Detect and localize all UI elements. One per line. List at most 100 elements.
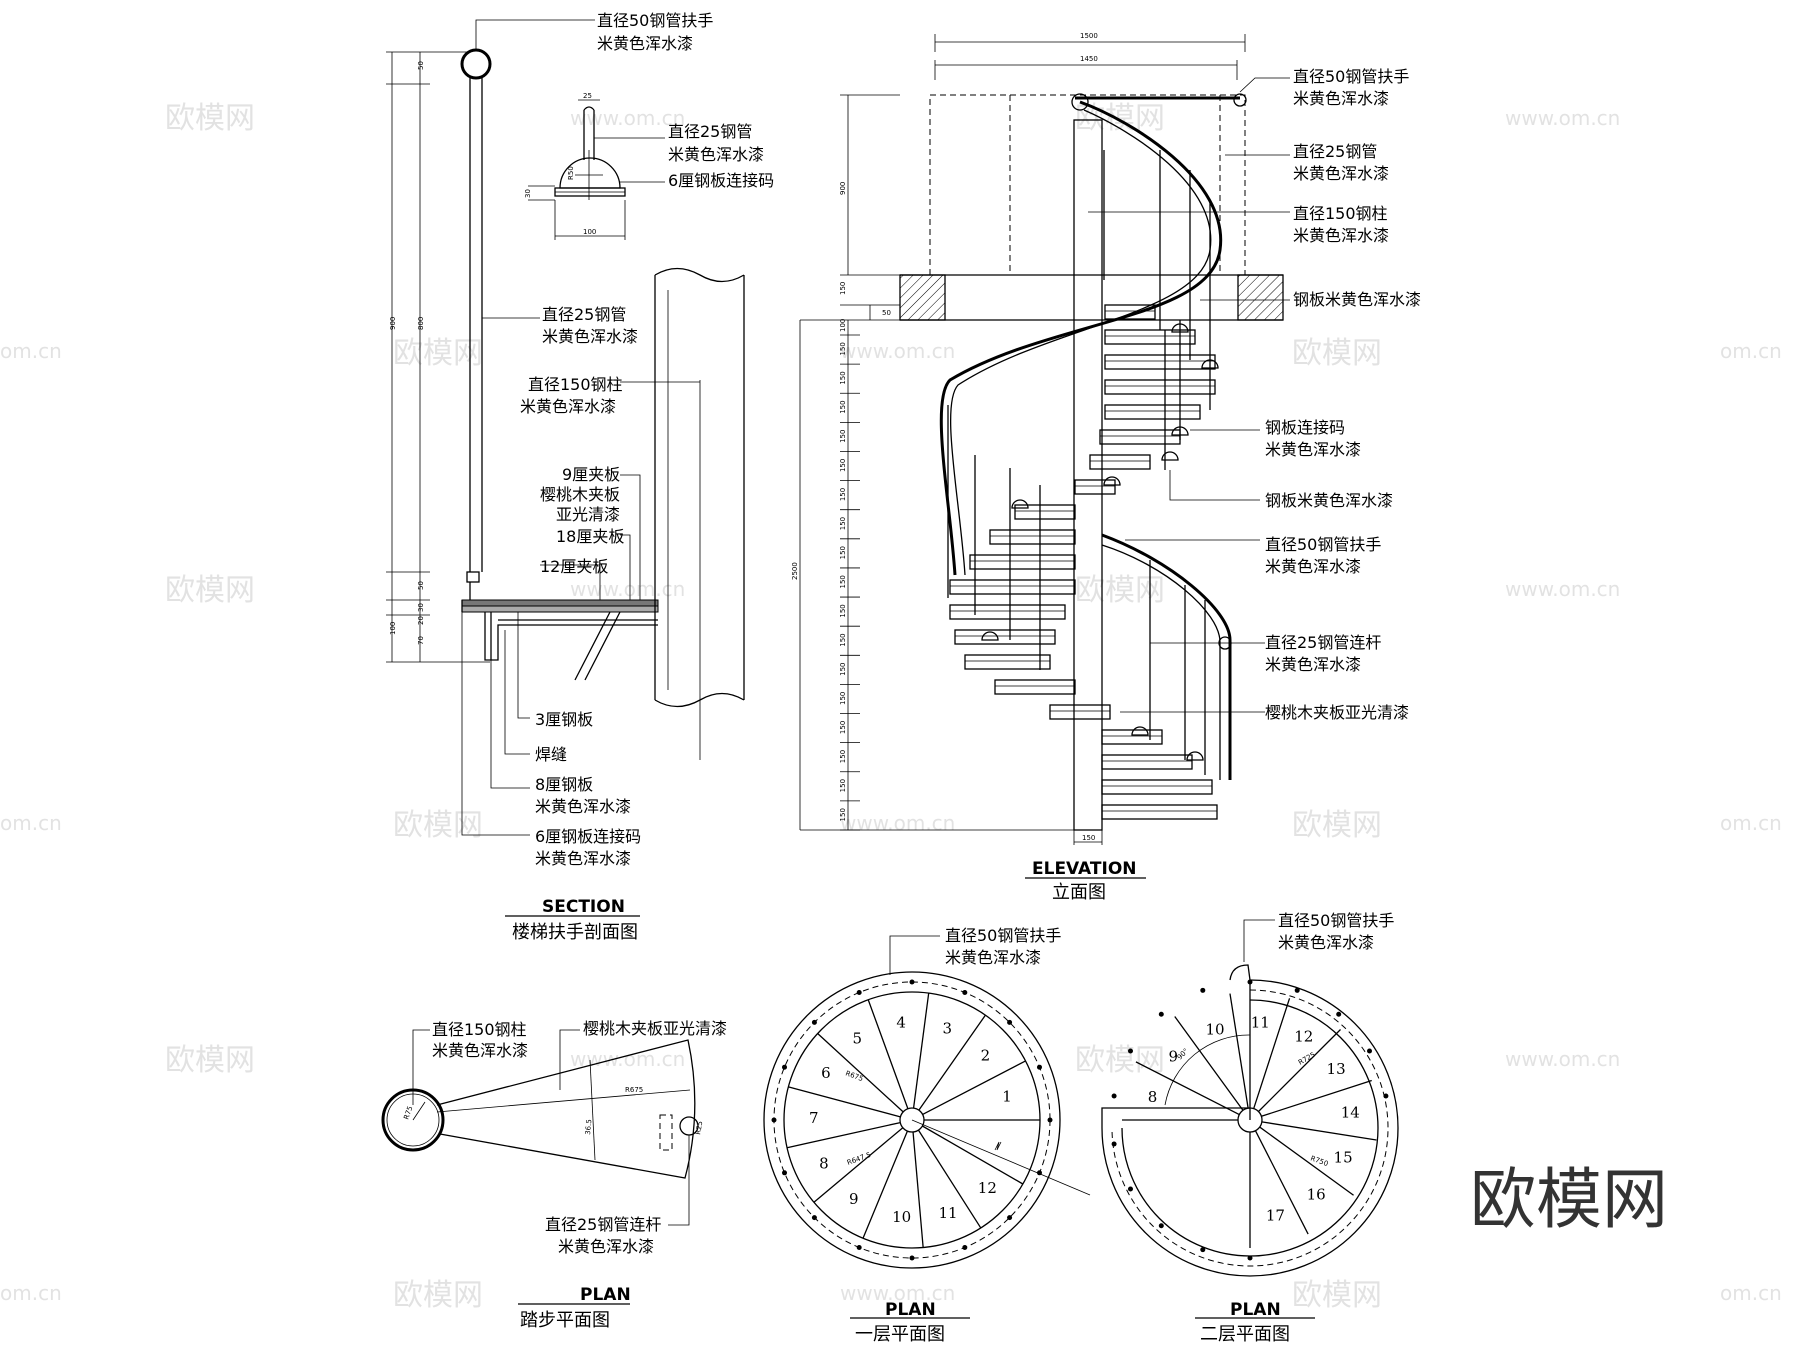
stair-tread [1104,404,1201,420]
label-paint: 米黄色浑水漆 [668,145,764,164]
plan1-title-cn: 一层平面图 [855,1324,945,1345]
step-number: 3 [943,1020,953,1038]
stair-tread [1104,354,1216,370]
watermark-url: www.om.cn [570,1047,685,1071]
watermark-url: www.om.cn [840,811,955,835]
dim-text: 150 [839,692,847,705]
watermark-cn: 欧模网 [1292,808,1382,843]
step-number: 15 [1334,1149,1353,1167]
label-weld: 焊缝 [535,745,567,764]
elevation-drawing: 1500 1450 900 150 50 2500 100 1501501501… [791,32,1421,903]
dim-text: 150 [839,779,847,792]
label-tube-25: 直径25钢管 [542,305,626,324]
dim-text: R50 [567,166,575,180]
stair-tread [1099,429,1181,445]
stair-tread [1104,379,1216,395]
watermark-cn: 欧模网 [1075,573,1165,608]
step-number: 9 [849,1190,859,1208]
dim-text: 30 [524,189,532,198]
label-paint: 米黄色浑水漆 [1265,655,1361,674]
step-number: 1 [1002,1088,1012,1106]
label-paint: 米黄色浑水漆 [945,948,1041,967]
stair-tread [1089,454,1151,470]
label-cherry-matte: 樱桃木夹板亚光清漆 [583,1019,727,1038]
plan2-title-cn: 二层平面图 [1200,1324,1290,1345]
dim-text: 150 [839,371,847,384]
dim-text: 150 [839,459,847,472]
step-number: 12 [978,1179,997,1197]
plan2-title-en: PLAN [1230,1300,1281,1320]
step-number: 11 [1251,1013,1270,1031]
connector-bracket [981,631,999,641]
label-handrail-50: 直径50钢管扶手 [1293,67,1409,86]
label-plate-paint: 钢板米黄色浑水漆 [1293,290,1421,309]
label-cherry-ply: 樱桃木夹板 [540,485,620,504]
dim-text: 1450 [1080,55,1098,63]
step-number: 17 [1266,1206,1285,1224]
label-tube-25: 直径25钢管 [668,122,752,141]
watermark-url: www.om.cn [1505,106,1620,130]
label-paint: 米黄色浑水漆 [1265,557,1361,576]
label-column-150: 直径150钢柱 [1293,204,1388,223]
step-number: 14 [1341,1103,1360,1121]
dim-text: 150 [839,808,847,821]
step-number: 7 [809,1109,819,1127]
step-number: 8 [1148,1088,1158,1106]
tread-plan-title-cn: 踏步平面图 [520,1310,610,1331]
label-handrail-50: 直径50钢管扶手 [597,11,713,30]
dim-text: 20 [417,616,425,625]
watermark-url: www.om.cn [570,577,685,601]
label-connector: 钢板连接码 [1265,418,1345,437]
tread-plan-drawing: R75 R675 36.5 R25 直径150钢柱 米黄色浑水漆 樱桃木夹板亚光… [381,1019,727,1331]
label-paint: 米黄色浑水漆 [535,849,631,868]
connector-bracket [1103,476,1121,486]
watermark-cn: 欧模网 [1292,336,1382,371]
connector-bracket [1011,499,1029,509]
watermark-url-edge: om.cn [0,1281,62,1305]
watermark-cn: 欧模网 [393,1278,483,1313]
step-number: 9 [1168,1047,1178,1065]
dim-text: 1500 [1080,32,1098,40]
connector-bracket [1201,359,1219,369]
label-paint: 米黄色浑水漆 [542,327,638,346]
label-paint: 米黄色浑水漆 [1293,89,1389,108]
brand-logo: 欧模网 [1470,1161,1668,1238]
dim-text: 50 [417,581,425,590]
label-handrail-50: 直径50钢管扶手 [1265,535,1381,554]
stair-tread [949,604,1066,620]
label-paint: 米黄色浑水漆 [1293,226,1389,245]
dim-text: 800 [417,317,425,330]
label-handrail-50: 直径50钢管扶手 [1278,911,1394,930]
stair-tread [949,579,1076,595]
section-title-en: SECTION [542,897,625,917]
watermark-url: www.om.cn [840,339,955,363]
label-ply-12: 12厘夹板 [540,557,608,576]
watermark-cn: 欧模网 [165,573,255,608]
stair-tread [1074,479,1116,495]
step-number: 13 [1327,1060,1346,1078]
dim-text: 150 [839,575,847,588]
dim-text: 100 [583,228,596,236]
watermark-layer: 欧模网 www.om.cn 欧模网 www.om.cn om.cn 欧模网 ww… [0,101,1782,1313]
watermark-url-edge: om.cn [1720,1281,1782,1305]
connector-bracket [1171,323,1189,333]
dim-text: 25 [583,92,592,100]
dim-text: 100 [389,622,397,635]
step-number: 12 [1294,1027,1313,1045]
stair-tread [989,529,1076,545]
watermark-url-edge: om.cn [0,811,62,835]
label-ply-9: 9厘夹板 [562,465,620,484]
dim-text: 150 [839,662,847,675]
dim-text: R675 [625,1086,643,1094]
connector-bracket [1171,426,1189,436]
dim-text: 900 [389,317,397,330]
dim-text: 50 [882,309,891,317]
watermark-url: www.om.cn [570,106,685,130]
step-number: 16 [1307,1186,1326,1204]
stair-tread [994,679,1076,695]
label-paint: 米黄色浑水漆 [432,1041,528,1060]
label-paint: 米黄色浑水漆 [558,1237,654,1256]
label-matte: 亚光清漆 [556,505,620,524]
